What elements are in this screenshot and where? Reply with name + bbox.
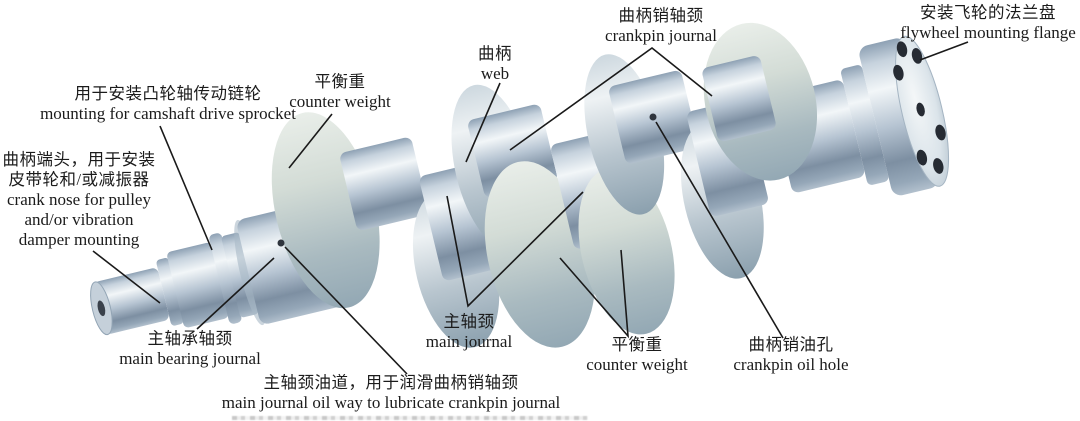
label-crankpin-journal-en: crankpin journal [605, 26, 717, 45]
label-flywheel-flange-en: flywheel mounting flange [900, 23, 1076, 42]
label-web-en: web [480, 64, 510, 83]
label-crankpin-oil-hole-en: crankpin oil hole [733, 355, 849, 374]
crank-nose [94, 268, 169, 334]
label-crankpin-journal: 曲柄销轴颈 crankpin journal [595, 6, 727, 46]
label-counterweight-top-zh: 平衡重 [314, 72, 366, 91]
label-counterweight-bottom-zh: 平衡重 [611, 335, 663, 354]
leader-cam-sprocket [159, 125, 213, 251]
label-crank-nose-zh1: 曲柄端头，用于安装 [2, 150, 156, 169]
leader-lines [92, 41, 969, 375]
leader-crankpin-journal-fork [509, 46, 713, 151]
label-main-journal-en: main journal [425, 332, 513, 351]
flange-bolt-holes [893, 41, 946, 174]
label-web: 曲柄 web [455, 44, 535, 84]
label-flywheel-flange-zh: 安装飞轮的法兰盘 [920, 3, 1056, 22]
leader-main-bearing-journal [196, 257, 275, 330]
cropped-text-artifact [232, 416, 588, 420]
label-main-bearing-journal-zh: 主轴承轴颈 [147, 329, 233, 348]
crankshaft-body [90, 22, 950, 348]
leader-crank-nose [92, 250, 161, 304]
crank-nose-bore [97, 300, 106, 317]
nose-collar [156, 258, 184, 326]
crankpin-4 [702, 56, 776, 142]
label-counterweight-bottom-en: counter weight [586, 355, 688, 374]
label-crankpin-journal-zh: 曲柄销轴颈 [618, 6, 704, 25]
label-cam-sprocket-en: mounting for camshaft drive sprocket [40, 104, 296, 123]
leader-counterweight-top [288, 113, 333, 169]
label-web-zh: 曲柄 [478, 44, 512, 63]
label-crank-nose-en3: damper mounting [18, 230, 140, 249]
label-flywheel-flange: 安装飞轮的法兰盘 flywheel mounting flange [898, 3, 1078, 43]
label-main-journal-zh: 主轴颈 [443, 312, 495, 331]
label-cam-sprocket-zh: 用于安装凸轮轴传动链轮 [74, 84, 262, 103]
label-crank-nose-en1: crank nose for pulley [7, 190, 151, 209]
leader-main-journal-fork [446, 191, 584, 308]
leader-oil-way [284, 246, 408, 375]
thrust-collar [841, 65, 889, 185]
leader-crankpin-oil-hole [655, 121, 784, 339]
label-crankpin-oil-hole: 曲柄销油孔 crankpin oil hole [726, 335, 856, 375]
leader-web [465, 82, 501, 163]
label-oil-way-en: main journal oil way to lubricate crankp… [221, 393, 561, 412]
label-crankpin-oil-hole-zh: 曲柄销油孔 [748, 335, 834, 354]
label-counterweight-bottom: 平衡重 counter weight [576, 335, 698, 375]
label-counterweight-top-en: counter weight [289, 92, 391, 111]
label-crank-nose: 曲柄端头，用于安装 皮带轮和/或减振器 crank nose for pulle… [0, 150, 158, 250]
label-counterweight-top: 平衡重 counter weight [280, 72, 400, 112]
sprocket-seat [167, 242, 229, 328]
label-main-journal: 主轴颈 main journal [414, 312, 524, 352]
label-cam-sprocket: 用于安装凸轮轴传动链轮 mounting for camshaft drive … [38, 84, 298, 124]
leader-flywheel-flange [919, 41, 969, 61]
label-oil-way: 主轴颈油道，用于润滑曲柄销轴颈 main journal oil way to … [202, 373, 580, 413]
label-main-bearing-journal: 主轴承轴颈 main bearing journal [110, 329, 270, 369]
label-main-bearing-journal-en: main bearing journal [119, 349, 261, 368]
leader-counterweight-bottom-fork [559, 249, 629, 339]
main-journal-oil-hole-dot [277, 239, 285, 247]
crankpin-oil-hole-dot [649, 113, 657, 121]
sprocket-collar [209, 233, 242, 324]
crankpin-1 [340, 137, 429, 230]
label-crank-nose-zh2: 皮带轮和/或减振器 [8, 170, 150, 189]
label-crank-nose-en2: and/or vibration [24, 210, 134, 229]
label-oil-way-zh: 主轴颈油道，用于润滑曲柄销轴颈 [263, 373, 519, 392]
